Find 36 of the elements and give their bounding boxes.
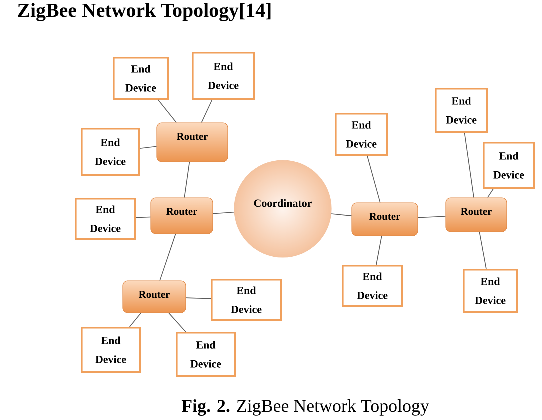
connector-line [160,234,176,282]
title: ZigBee Network Topology[14] [18,3,271,22]
connector-line [184,162,190,198]
connector-line [331,214,352,216]
connector-line [186,298,212,300]
end-device-box: End Device [435,88,488,133]
end-device-box: End Device [192,52,255,100]
router-box: Router [156,122,228,162]
end-device-box: End Device [463,269,518,313]
connector-line [464,132,474,198]
connector-line [212,212,235,214]
connector-line [158,100,177,124]
connector-line [487,188,494,198]
connector-line [168,312,186,332]
connector-line [201,100,213,124]
end-device-box: End Device [113,57,169,100]
connector-line [136,216,152,218]
caption: Fig. 2. ZigBee Network Topology [182,400,430,416]
end-device-box: End Device [483,142,535,189]
end-device-box: End Device [176,332,236,377]
connector-line [140,146,158,149]
connector-line [129,312,142,328]
router-box: Router [352,202,418,236]
end-device-box: End Device [75,198,136,240]
end-device-box: End Device [335,113,388,156]
end-device-box: End Device [211,279,282,321]
connector-line [376,236,382,266]
router-box: Router [446,198,508,232]
router-box: Router [122,280,186,314]
router-box: Router [150,198,214,234]
connector-line [479,232,487,270]
connector-line [367,156,381,204]
end-device-box: End Device [81,327,141,373]
end-device-box: End Device [342,265,403,307]
end-device-box: End Device [81,128,140,176]
connector-line [418,216,446,218]
